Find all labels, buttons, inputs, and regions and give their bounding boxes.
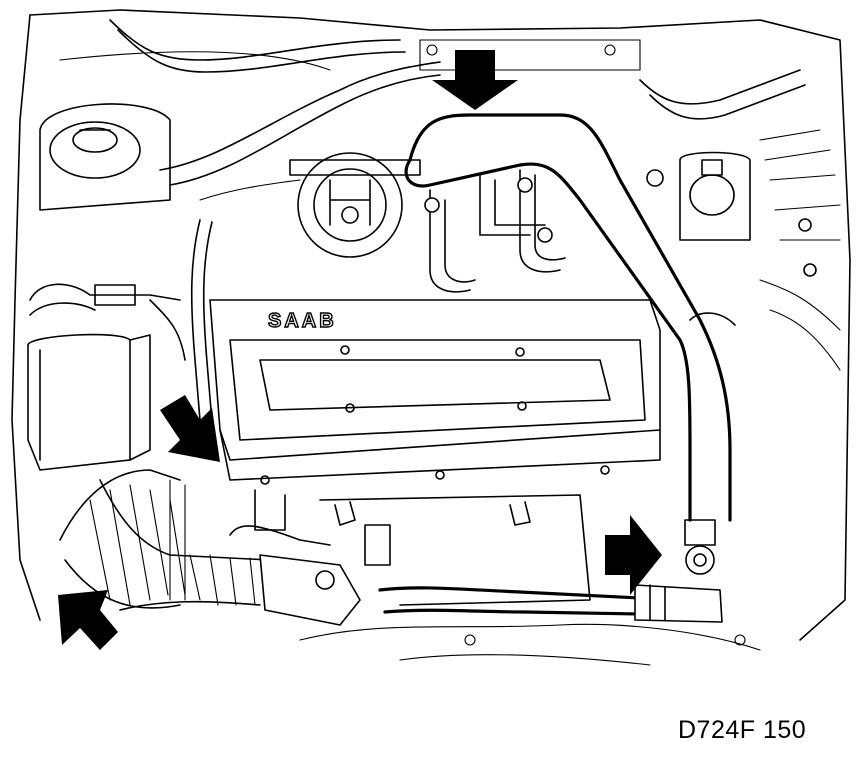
strut-tower <box>39 103 171 211</box>
return-pipe <box>378 519 723 623</box>
lower-block <box>229 489 591 606</box>
throttle-body <box>289 152 421 258</box>
right-arrow <box>605 515 662 595</box>
fuel-lines <box>424 169 566 293</box>
bottom-left-arrow <box>58 590 118 650</box>
figure-code: D724F 150 <box>678 716 807 744</box>
air-box <box>27 283 181 471</box>
engine-bay-frame <box>11 9 851 641</box>
right-components <box>639 69 841 371</box>
intercooler-hose <box>404 113 736 522</box>
cam-cover: SAAB <box>209 299 661 485</box>
top-arrow <box>432 50 518 110</box>
brand-mark: SAAB <box>268 310 337 332</box>
engine-bay-illustration: SAAB <box>11 9 851 666</box>
upper-hoses <box>109 19 441 201</box>
left-hoses <box>149 219 213 601</box>
lower-details <box>299 623 761 666</box>
left-arrow <box>160 395 220 462</box>
intake-hose <box>59 469 361 626</box>
